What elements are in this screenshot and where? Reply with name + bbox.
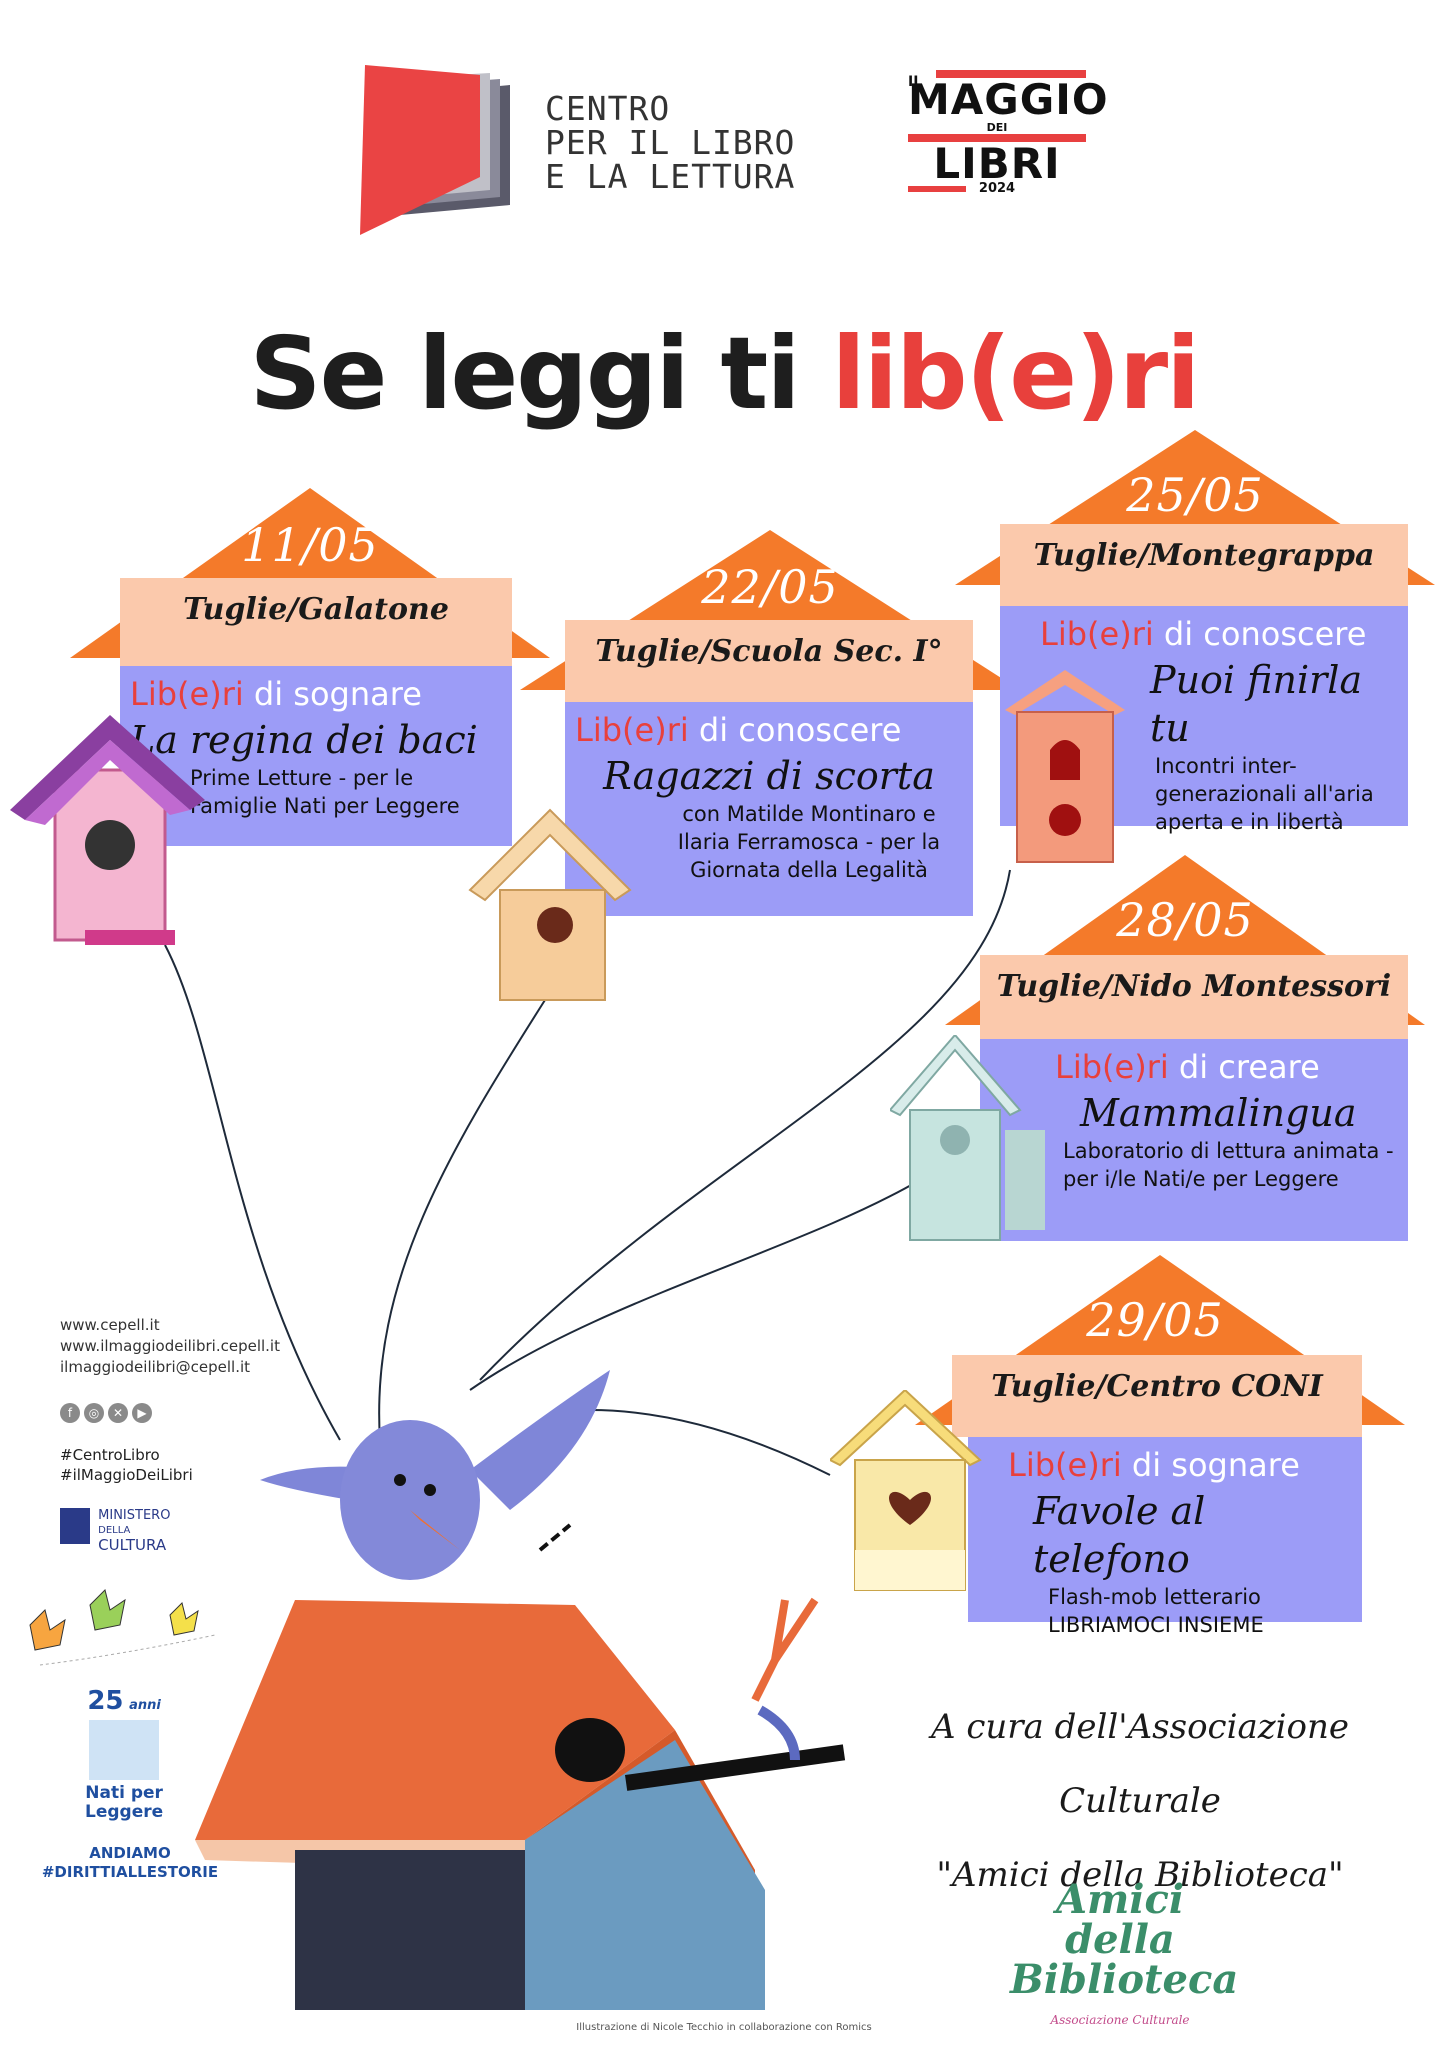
cepell-logo: [360, 65, 510, 235]
social-icons: f◎✕▶: [60, 1402, 156, 1423]
instagram-icon[interactable]: ◎: [84, 1403, 104, 1423]
x-icon[interactable]: ✕: [108, 1403, 128, 1423]
event-5-card: Lib(e)ri di sognare Favole al telefono F…: [968, 1437, 1362, 1637]
nati-per-leggere-logo: 25 anni Nati per Leggere: [85, 1686, 163, 1822]
npl-emblem: [89, 1720, 160, 1780]
event-2-description: con Matilde Montinaro e Ilaria Ferramosc…: [677, 802, 941, 882]
maggio-logo-maggio: MAGGIO: [908, 75, 1109, 124]
illustration-credit: Illustrazione di Nicole Tecchio in colla…: [576, 2022, 872, 2033]
npl-years: 25: [87, 1686, 124, 1716]
ministero-line-3: CULTURA: [98, 1536, 167, 1554]
amici-line-2: Biblioteca: [1010, 1956, 1239, 2003]
event-4-description: Laboratorio di lettura animata - per i/l…: [1063, 1139, 1394, 1191]
youtube-icon[interactable]: ▶: [132, 1403, 152, 1423]
event-2-card: Lib(e)ri di conoscere Ragazzi di scorta …: [565, 702, 973, 916]
maggio-logo-dei: DEI: [986, 121, 1008, 134]
event-2-theme-rest: di conoscere: [688, 711, 902, 749]
cepell-line-1: CENTRO: [545, 89, 671, 128]
event-4-date: 28/05: [1116, 893, 1254, 947]
curated-by: A cura dell'Associazione Culturale "Amic…: [860, 1690, 1420, 1912]
peach-birdhouse-illustration: [468, 808, 632, 1001]
butterflies-illustration: [29, 1589, 216, 1666]
curated-line-1: A cura dell'Associazione Culturale: [931, 1707, 1349, 1821]
cepell-line-3: E LA LETTURA: [545, 157, 796, 196]
npl-anni: anni: [129, 1698, 161, 1713]
hashtags: #CentroLibro #ilMaggioDeiLibri: [60, 1445, 193, 1485]
maggio-logo-libri: LIBRI: [933, 139, 1061, 188]
event-1-theme-prefix: Lib(e)ri: [130, 675, 244, 713]
ministero-logo: MINISTERO DELLA CULTURA: [60, 1508, 170, 1553]
event-5-theme-rest: di sognare: [1121, 1446, 1300, 1484]
event-1-book: La regina dei baci: [130, 718, 478, 762]
cepell-line-2: PER IL LIBRO: [545, 123, 796, 162]
event-3-book: Puoi finirla tu: [1150, 658, 1363, 750]
title-accent: lib(e)ri: [831, 315, 1200, 432]
event-2-theme: Lib(e)ri di conoscere: [575, 710, 963, 750]
pink-birdhouse-illustration: [10, 715, 205, 945]
mic-emblem: [60, 1508, 90, 1544]
link-email[interactable]: ilmaggiodeilibri@cepell.it: [60, 1358, 251, 1376]
event-3-theme-prefix: Lib(e)ri: [1040, 615, 1154, 653]
event-4-theme: Lib(e)ri di creare: [990, 1047, 1398, 1087]
event-2-date: 22/05: [701, 560, 839, 614]
page-title: Se leggi ti lib(e)ri: [0, 315, 1448, 432]
salmon-birdhouse-illustration: [1005, 670, 1125, 863]
event-3-date: 25/05: [1126, 468, 1264, 522]
bird-illustration: [260, 1370, 610, 1580]
event-4-theme-rest: di creare: [1168, 1048, 1320, 1086]
event-5-theme: Lib(e)ri di sognare: [978, 1445, 1352, 1485]
event-2-book: Ragazzi di scorta: [603, 754, 935, 798]
event-5-book: Favole al telefono: [1033, 1489, 1206, 1581]
event-4-theme-prefix: Lib(e)ri: [1055, 1048, 1169, 1086]
event-1-place: Tuglie/Galatone: [120, 578, 512, 666]
event-1-theme-rest: di sognare: [243, 675, 422, 713]
cepell-wordmark: CENTRO PER IL LIBRO E LA LETTURA: [545, 92, 795, 194]
event-4-card: Lib(e)ri di creare Mammalingua Laborator…: [980, 1039, 1408, 1241]
amici-della-biblioteca-logo: Amici della Biblioteca Associazione Cult…: [1010, 1876, 1239, 2040]
npl-name-2: Leggere: [85, 1802, 164, 1822]
event-1-date: 11/05: [241, 518, 379, 572]
event-4-place: Tuglie/Nido Montessori: [980, 955, 1408, 1039]
andiamo-line-2: #DIRITTIALLESTORIE: [41, 1863, 219, 1881]
title-main: Se leggi ti: [249, 315, 832, 432]
ministero-line-1: MINISTERO: [98, 1508, 171, 1523]
curated-line-2: "Amici della Biblioteca": [936, 1855, 1344, 1895]
event-1-theme: Lib(e)ri di sognare: [130, 674, 502, 714]
event-5-description: Flash-mob letterario LIBRIAMOCI INSIEME: [1048, 1585, 1264, 1637]
event-2-theme-prefix: Lib(e)ri: [575, 711, 689, 749]
event-4-book: Mammalingua: [1080, 1091, 1357, 1135]
event-5-place: Tuglie/Centro CONI: [952, 1355, 1362, 1437]
amici-line-1: Amici della: [1055, 1876, 1185, 1963]
yellow-birdhouse-illustration: [830, 1390, 982, 1591]
maggio-dei-libri-logo: IL MAGGIO DEI LIBRI 2024: [908, 70, 1109, 230]
andiamo-line-1: ANDIAMO: [89, 1844, 171, 1862]
facebook-icon[interactable]: f: [60, 1403, 80, 1423]
maggio-logo-year: 2024: [978, 181, 1016, 196]
event-3-description: Incontri inter-generazionali all'aria ap…: [1155, 754, 1374, 834]
amici-sub: Associazione Culturale: [1050, 2013, 1190, 2027]
maggio-logo-il: IL: [908, 74, 923, 90]
event-2-place: Tuglie/Scuola Sec. I°: [565, 620, 973, 702]
link-maggio[interactable]: www.ilmaggiodeilibri.cepell.it: [60, 1337, 280, 1355]
contact-links: www.cepell.it www.ilmaggiodeilibri.cepel…: [60, 1315, 280, 1378]
event-3-theme-rest: di conoscere: [1153, 615, 1367, 653]
big-birdhouse-illustration: [195, 1597, 846, 2010]
mint-birdhouse-illustration: [890, 1035, 1045, 1241]
event-1-description: Prime Letture - per le Famiglie Nati per…: [190, 766, 460, 818]
andiamo-hashtag: ANDIAMO #DIRITTIALLESTORIE: [40, 1844, 220, 1882]
hashtag-2: #ilMaggioDeiLibri: [60, 1466, 193, 1484]
hashtag-1: #CentroLibro: [60, 1446, 160, 1464]
event-5-date: 29/05: [1086, 1293, 1224, 1347]
npl-name-1: Nati per: [85, 1783, 163, 1803]
event-1-card: Lib(e)ri di sognare La regina dei baci P…: [120, 666, 512, 846]
event-5-theme-prefix: Lib(e)ri: [1008, 1446, 1122, 1484]
event-3-place: Tuglie/Montegrappa: [1000, 524, 1408, 606]
ministero-line-2: DELLA: [98, 1525, 131, 1536]
link-cepell[interactable]: www.cepell.it: [60, 1316, 160, 1334]
event-3-theme: Lib(e)ri di conoscere: [1010, 614, 1398, 654]
